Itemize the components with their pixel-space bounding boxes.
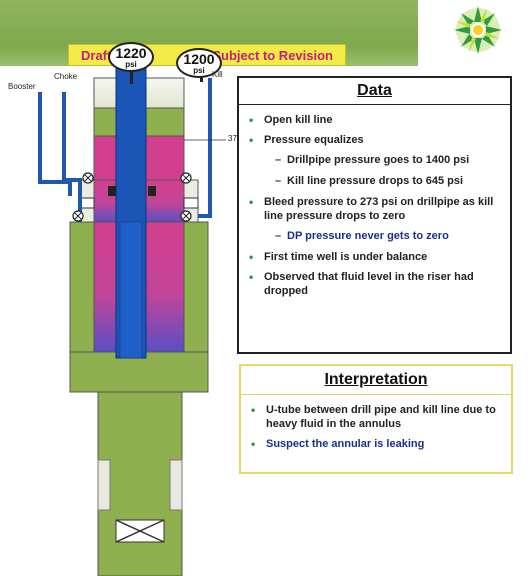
gauge-stem-drillpipe (130, 70, 133, 84)
right-ram (183, 197, 199, 209)
list-item: DP pressure never gets to zero (239, 229, 510, 243)
list-item: Kill line pressure drops to 645 psi (239, 174, 510, 188)
gauge-value: 1200 (183, 51, 215, 67)
left-ram (79, 197, 95, 209)
interpretation-list: U-tube between drill pipe and kill line … (241, 395, 511, 451)
ram-right-seal (148, 186, 156, 196)
kill-label: Kill (212, 70, 223, 79)
ram-left-seal (108, 186, 116, 196)
interpretation-panel-title: Interpretation (324, 371, 428, 388)
gauge-value: 1220 (115, 45, 147, 61)
wellbore-lower (97, 391, 183, 576)
cement-right (169, 459, 183, 511)
banner-left-text: Draft (81, 47, 112, 63)
list-item: Pressure equalizes (239, 133, 510, 147)
booster-label: Booster (8, 82, 36, 91)
data-list: Open kill line Pressure equalizes Drillp… (239, 105, 510, 298)
kill-line-pressure-gauge: 1200 psi (176, 48, 222, 78)
banner-right-text: Subject to Revision (212, 47, 333, 63)
data-panel: Data Open kill line Pressure equalizes D… (237, 76, 512, 354)
interpretation-panel-header: Interpretation (241, 366, 511, 395)
gauge-unit: psi (193, 66, 205, 75)
data-panel-header: Data (239, 78, 510, 105)
list-item: U-tube between drill pipe and kill line … (241, 403, 511, 431)
interpretation-panel: Interpretation U-tube between drill pipe… (239, 364, 513, 474)
choke-line (62, 92, 82, 222)
list-item: Drillpipe pressure goes to 1400 psi (239, 153, 510, 167)
list-item: Observed that fluid level in the riser h… (239, 270, 510, 298)
list-item: First time well is under balance (239, 250, 510, 264)
gauge-unit: psi (125, 60, 137, 69)
bp-helios-logo-icon (454, 6, 502, 54)
list-item: Bleed pressure to 273 psi on drillpipe a… (239, 195, 510, 223)
data-panel-title: Data (357, 82, 392, 99)
choke-label: Choke (54, 72, 78, 81)
list-item: Open kill line (239, 113, 510, 127)
cement-left (97, 459, 111, 511)
drillpipe-pressure-gauge: 1220 psi (108, 42, 154, 72)
kill-line (198, 78, 212, 218)
list-item: Suspect the annular is leaking (241, 437, 511, 451)
booster-line (38, 92, 72, 196)
casing-shoulder (69, 351, 209, 393)
